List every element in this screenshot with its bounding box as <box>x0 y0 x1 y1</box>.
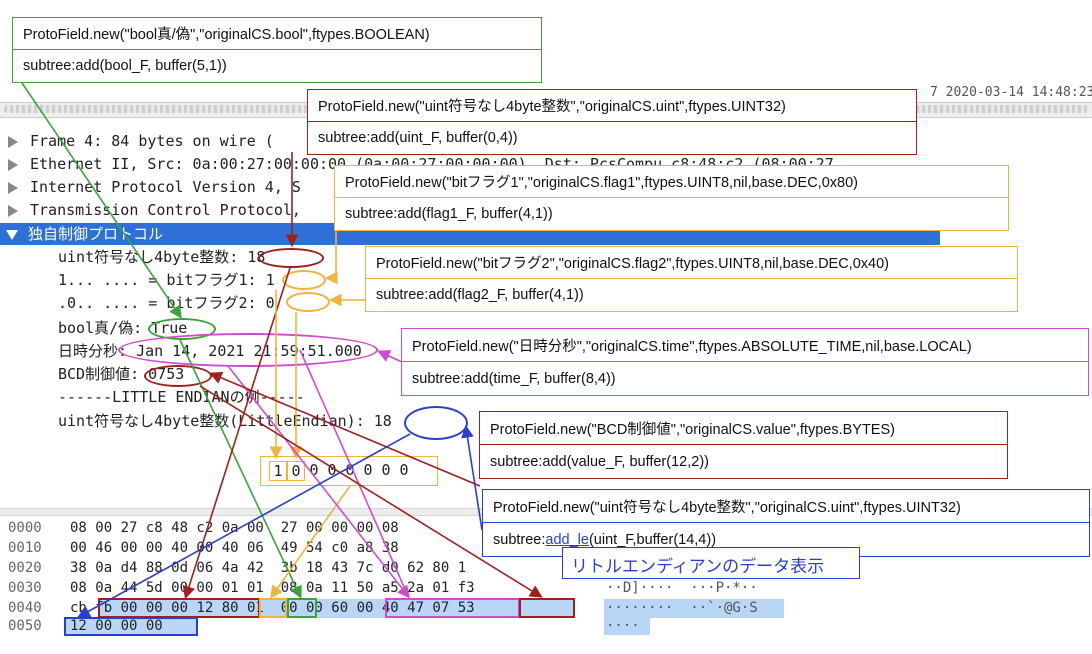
bit-6: 0 <box>381 461 391 479</box>
bit-1: 0 <box>287 461 305 481</box>
field-name: ------LITTLE ENDIANの例----- <box>58 388 305 406</box>
field-flag2[interactable]: .0.. .... = bitフラグ2: 0 <box>58 292 275 315</box>
hex-offset: 0040 <box>8 600 42 616</box>
value-outline-time <box>118 333 378 367</box>
hex-offset: 0050 <box>8 618 42 634</box>
callout-definition: ProtoField.new("日時分秒","originalCS.time",… <box>402 329 1088 362</box>
callout-code-text: subtree:add(uint_F, buffer(0,4)) <box>318 130 518 146</box>
field-name: BCD制御値: <box>58 365 149 383</box>
hex-selection-bg <box>64 617 198 635</box>
value-outline-flag1 <box>282 270 326 290</box>
callout-code-suffix: (uint_F,buffer(14,4)) <box>588 531 717 548</box>
value-outline-uint-le <box>404 406 468 440</box>
hex-bytes: 08 0a 44 5d 00 00 01 01 08 0a 11 50 a5 2… <box>70 580 475 596</box>
tree-row-label: Frame 4: 84 bytes on wire ( <box>30 132 274 150</box>
tree-row-frame[interactable]: Frame 4: 84 bytes on wire ( <box>0 130 274 153</box>
callout-definition: ProtoField.new("bitフラグ2","originalCS.fla… <box>366 247 1017 279</box>
value-outline-uint <box>258 248 324 268</box>
callout-code: subtree:add(flag2_F, buffer(4,1)) <box>366 279 1017 311</box>
callout-code-text: subtree:add(flag2_F, buffer(4,1)) <box>376 287 584 303</box>
callout-bcd: ProtoField.new("BCD制御値","originalCS.valu… <box>479 411 1008 479</box>
hex-ascii: ········ ··`·@G·S <box>606 600 758 616</box>
callout-code-text: subtree:add(bool_F, buffer(5,1)) <box>23 58 227 74</box>
callout-code: subtree:add(time_F, buffer(8,4)) <box>402 362 1088 395</box>
callout-code-text: subtree:add(value_F, buffer(12,2)) <box>490 453 709 470</box>
callout-time: ProtoField.new("日時分秒","originalCS.time",… <box>401 328 1089 396</box>
ascii-selection-bg <box>604 599 784 618</box>
tree-row-label: Transmission Control Protocol, <box>30 201 301 219</box>
hex-outline-flag <box>259 598 287 618</box>
bit-diagram: 1 0 0 0 0 0 0 0 <box>260 456 438 486</box>
field-name: 1... .... = bitフラグ1: <box>58 271 266 289</box>
callout-uint-le: ProtoField.new("uint符号なし4byte整数","origin… <box>482 489 1090 557</box>
packet-list-row[interactable]: 7 2020-03-14 14:48:23 <box>930 84 1092 102</box>
hex-bytes: 00 46 00 00 40 00 40 06 49 54 c0 a8 38 <box>70 540 399 556</box>
value-outline-bcd <box>144 365 212 387</box>
tree-row-label: 独自制御プロトコル <box>28 225 164 243</box>
note-little-endian: リトルエンディアンのデータ表示 <box>562 547 860 579</box>
callout-code: subtree:add(value_F, buffer(12,2)) <box>480 445 1007 478</box>
hex-outline-uint-le <box>64 617 198 636</box>
callout-code-text: subtree:add(flag1_F, buffer(4,1)) <box>345 206 553 222</box>
bit-3: 0 <box>327 461 337 479</box>
callout-code: subtree:add(bool_F, buffer(5,1)) <box>13 50 541 82</box>
callout-definition: ProtoField.new("BCD制御値","originalCS.valu… <box>480 412 1007 445</box>
hex-outline-bool <box>287 598 317 618</box>
expand-arrow-icon[interactable] <box>8 158 18 171</box>
hex-outline-time <box>385 598 520 618</box>
bit-5: 0 <box>363 461 373 479</box>
callout-code-prefix: subtree: <box>493 531 546 548</box>
hex-bytes: 12 00 00 00 <box>70 618 163 634</box>
hex-ascii: ···· <box>606 618 640 634</box>
field-name: 日時分秒: <box>58 342 137 360</box>
hex-outline-uint <box>98 598 260 618</box>
field-name: uint符号なし4byte整数(LittleEndian): <box>58 412 374 430</box>
collapse-arrow-icon[interactable] <box>6 229 18 240</box>
tree-row-tcp[interactable]: Transmission Control Protocol, <box>0 199 301 222</box>
bit-0: 1 <box>269 461 287 481</box>
field-flag1[interactable]: 1... .... = bitフラグ1: 1 <box>58 269 275 292</box>
bit-7: 0 <box>399 461 409 479</box>
hex-outline-bcd <box>519 598 575 618</box>
hex-offset: 0020 <box>8 560 42 576</box>
callout-code: subtree:add(uint_F, buffer(0,4)) <box>308 122 916 154</box>
hex-bytes: 38 0a d4 88 0d 06 4a 42 3b 18 43 7c d0 6… <box>70 560 467 576</box>
callout-flag2: ProtoField.new("bitフラグ2","originalCS.fla… <box>365 246 1018 312</box>
callout-definition: ProtoField.new("uint符号なし4byte整数","origin… <box>308 90 916 122</box>
hex-bytes: 08 00 27 c8 48 c2 0a 00 27 00 00 00 08 <box>70 520 399 536</box>
expand-arrow-icon[interactable] <box>8 181 18 194</box>
callout-definition: ProtoField.new("bool真/偽","originalCS.boo… <box>13 18 541 50</box>
note-text: リトルエンディアンのデータ表示 <box>571 557 825 576</box>
field-value: 18 <box>373 412 392 430</box>
callout-definition: ProtoField.new("uint符号なし4byte整数","origin… <box>483 490 1089 523</box>
callout-definition: ProtoField.new("bitフラグ1","originalCS.fla… <box>335 166 1008 198</box>
callout-uint: ProtoField.new("uint符号なし4byte整数","origin… <box>307 89 917 155</box>
value-outline-flag2 <box>286 292 330 312</box>
tree-row-ip[interactable]: Internet Protocol Version 4, S <box>0 176 301 199</box>
field-name: .0.. .... = bitフラグ2: <box>58 294 266 312</box>
callout-bool: ProtoField.new("bool真/偽","originalCS.boo… <box>12 17 542 83</box>
callout-code: subtree:add_le(uint_F,buffer(14,4)) <box>483 523 1089 556</box>
hex-offset: 0010 <box>8 540 42 556</box>
hex-offset: 0030 <box>8 580 42 596</box>
hex-ascii: ··D]···· ···P·*·· <box>606 580 758 596</box>
callout-flag1: ProtoField.new("bitフラグ1","originalCS.fla… <box>334 165 1009 231</box>
callout-code-emphasis: add_le <box>545 531 589 548</box>
field-name: uint符号なし4byte整数: <box>58 248 248 266</box>
expand-arrow-icon[interactable] <box>8 135 18 148</box>
hex-offset: 0000 <box>8 520 42 536</box>
field-separator[interactable]: ------LITTLE ENDIANの例----- <box>58 386 305 409</box>
ascii-selection-bg <box>604 617 650 635</box>
field-uint-le[interactable]: uint符号なし4byte整数(LittleEndian): 18 <box>58 410 392 433</box>
field-name: bool真/偽: <box>58 319 152 337</box>
callout-code-text: subtree:add(time_F, buffer(8,4)) <box>412 370 616 387</box>
field-uint[interactable]: uint符号なし4byte整数: 18 <box>58 246 265 269</box>
bit-4: 0 <box>345 461 355 479</box>
field-value: 0 <box>265 294 275 312</box>
field-value: 1 <box>265 271 275 289</box>
callout-code: subtree:add(flag1_F, buffer(4,1)) <box>335 198 1008 230</box>
bit-2: 0 <box>309 461 319 479</box>
tree-row-label: Internet Protocol Version 4, S <box>30 178 301 196</box>
expand-arrow-icon[interactable] <box>8 204 18 217</box>
